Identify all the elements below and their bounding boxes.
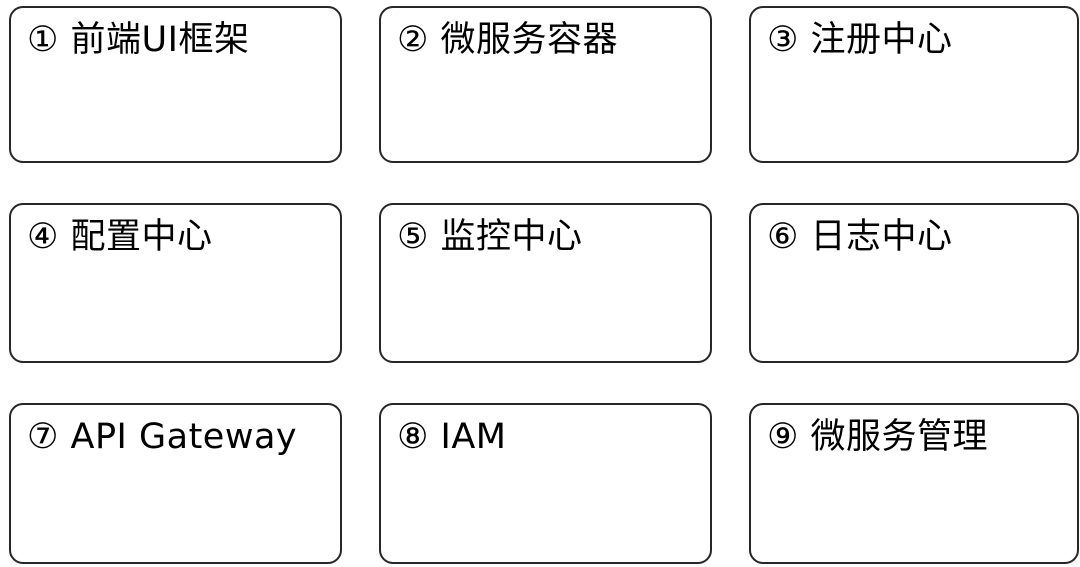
card-5-monitoring-center[interactable]: ⑤ 监控中心 bbox=[379, 203, 712, 363]
card-8-iam[interactable]: ⑧ IAM bbox=[379, 403, 712, 564]
card-4-label: ④ 配置中心 bbox=[27, 217, 213, 257]
card-3-registry-center[interactable]: ③ 注册中心 bbox=[749, 6, 1079, 163]
card-7-label: ⑦ API Gateway bbox=[27, 417, 298, 457]
card-1-label: ① 前端UI框架 bbox=[27, 20, 250, 60]
card-3-label: ③ 注册中心 bbox=[767, 20, 953, 60]
card-2-label: ② 微服务容器 bbox=[397, 20, 619, 60]
card-9-label: ⑨ 微服务管理 bbox=[767, 417, 989, 457]
card-6-logging-center[interactable]: ⑥ 日志中心 bbox=[749, 203, 1079, 363]
card-5-label: ⑤ 监控中心 bbox=[397, 217, 583, 257]
card-6-label: ⑥ 日志中心 bbox=[767, 217, 953, 257]
card-7-api-gateway[interactable]: ⑦ API Gateway bbox=[9, 403, 342, 564]
card-2-microservice-container[interactable]: ② 微服务容器 bbox=[379, 6, 712, 163]
card-1-frontend-ui-framework[interactable]: ① 前端UI框架 bbox=[9, 6, 342, 163]
card-9-microservice-management[interactable]: ⑨ 微服务管理 bbox=[749, 403, 1079, 564]
card-8-label: ⑧ IAM bbox=[397, 417, 507, 457]
card-4-config-center[interactable]: ④ 配置中心 bbox=[9, 203, 342, 363]
